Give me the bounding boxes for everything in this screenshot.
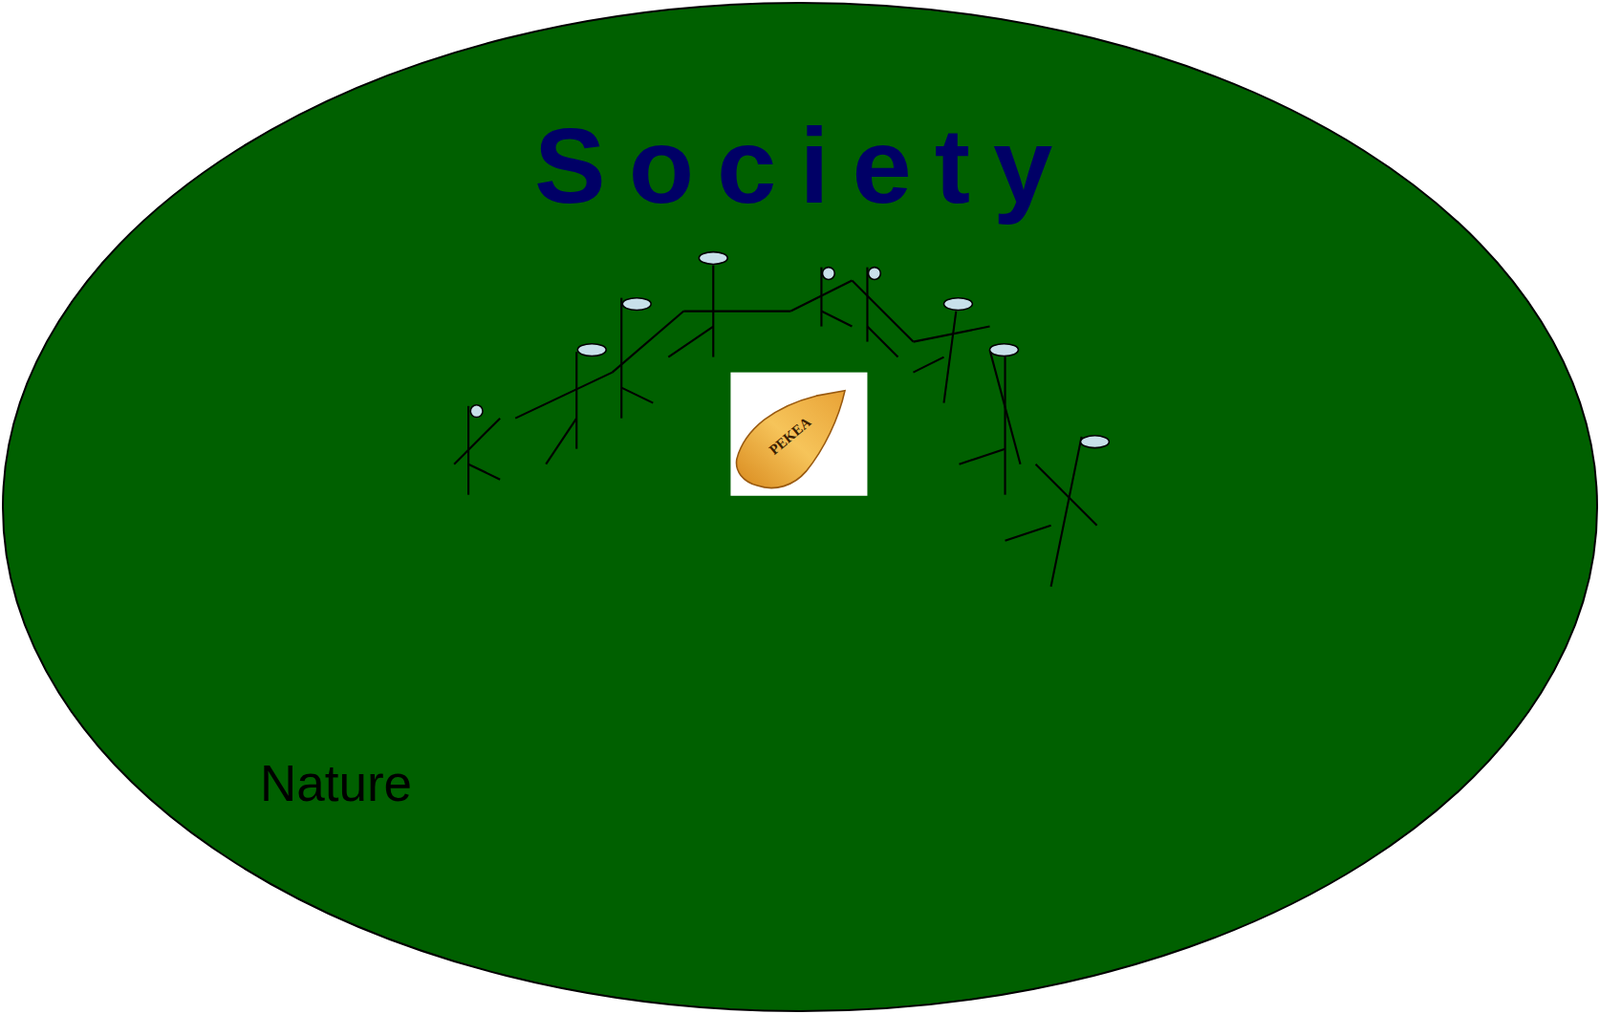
nature-label: Nature bbox=[259, 757, 412, 809]
logo-stone bbox=[735, 390, 844, 489]
stick-head bbox=[1081, 435, 1110, 449]
stick-head bbox=[944, 298, 973, 311]
stick-limb bbox=[668, 326, 714, 358]
stick-limb bbox=[468, 464, 500, 480]
stick-head bbox=[698, 252, 728, 265]
society-heading: Society bbox=[534, 112, 1076, 220]
logo-frame bbox=[730, 372, 867, 497]
stick-limb bbox=[454, 418, 500, 465]
stick-limb bbox=[790, 281, 852, 312]
stick-limb bbox=[1051, 436, 1082, 587]
stick-head bbox=[470, 405, 483, 418]
stick-limb bbox=[944, 311, 957, 404]
stick-head bbox=[622, 298, 651, 311]
stick-limb bbox=[621, 388, 653, 404]
stick-limb bbox=[820, 267, 822, 327]
stick-limb bbox=[683, 309, 791, 312]
stick-head bbox=[821, 267, 835, 281]
stick-limb bbox=[575, 351, 578, 449]
stick-limb bbox=[612, 311, 685, 373]
stick-limb bbox=[712, 265, 714, 358]
stick-head bbox=[868, 267, 882, 281]
stick-limb bbox=[912, 357, 944, 373]
stick-limb bbox=[990, 349, 1021, 465]
stick-limb bbox=[545, 418, 577, 465]
stick-limb bbox=[865, 267, 868, 343]
stick-limb bbox=[1003, 349, 1006, 496]
stick-limb bbox=[467, 406, 470, 496]
stick-limb bbox=[851, 281, 913, 343]
stick-limb bbox=[620, 298, 623, 419]
stick-head bbox=[577, 344, 606, 357]
stick-head bbox=[990, 344, 1019, 357]
stick-limb bbox=[912, 326, 990, 343]
stick-limb bbox=[959, 449, 1006, 465]
stick-limb bbox=[515, 372, 612, 419]
stick-limb bbox=[866, 326, 898, 358]
stick-limb bbox=[1005, 525, 1052, 541]
stick-limb bbox=[1036, 464, 1098, 526]
stick-limb bbox=[821, 311, 852, 327]
